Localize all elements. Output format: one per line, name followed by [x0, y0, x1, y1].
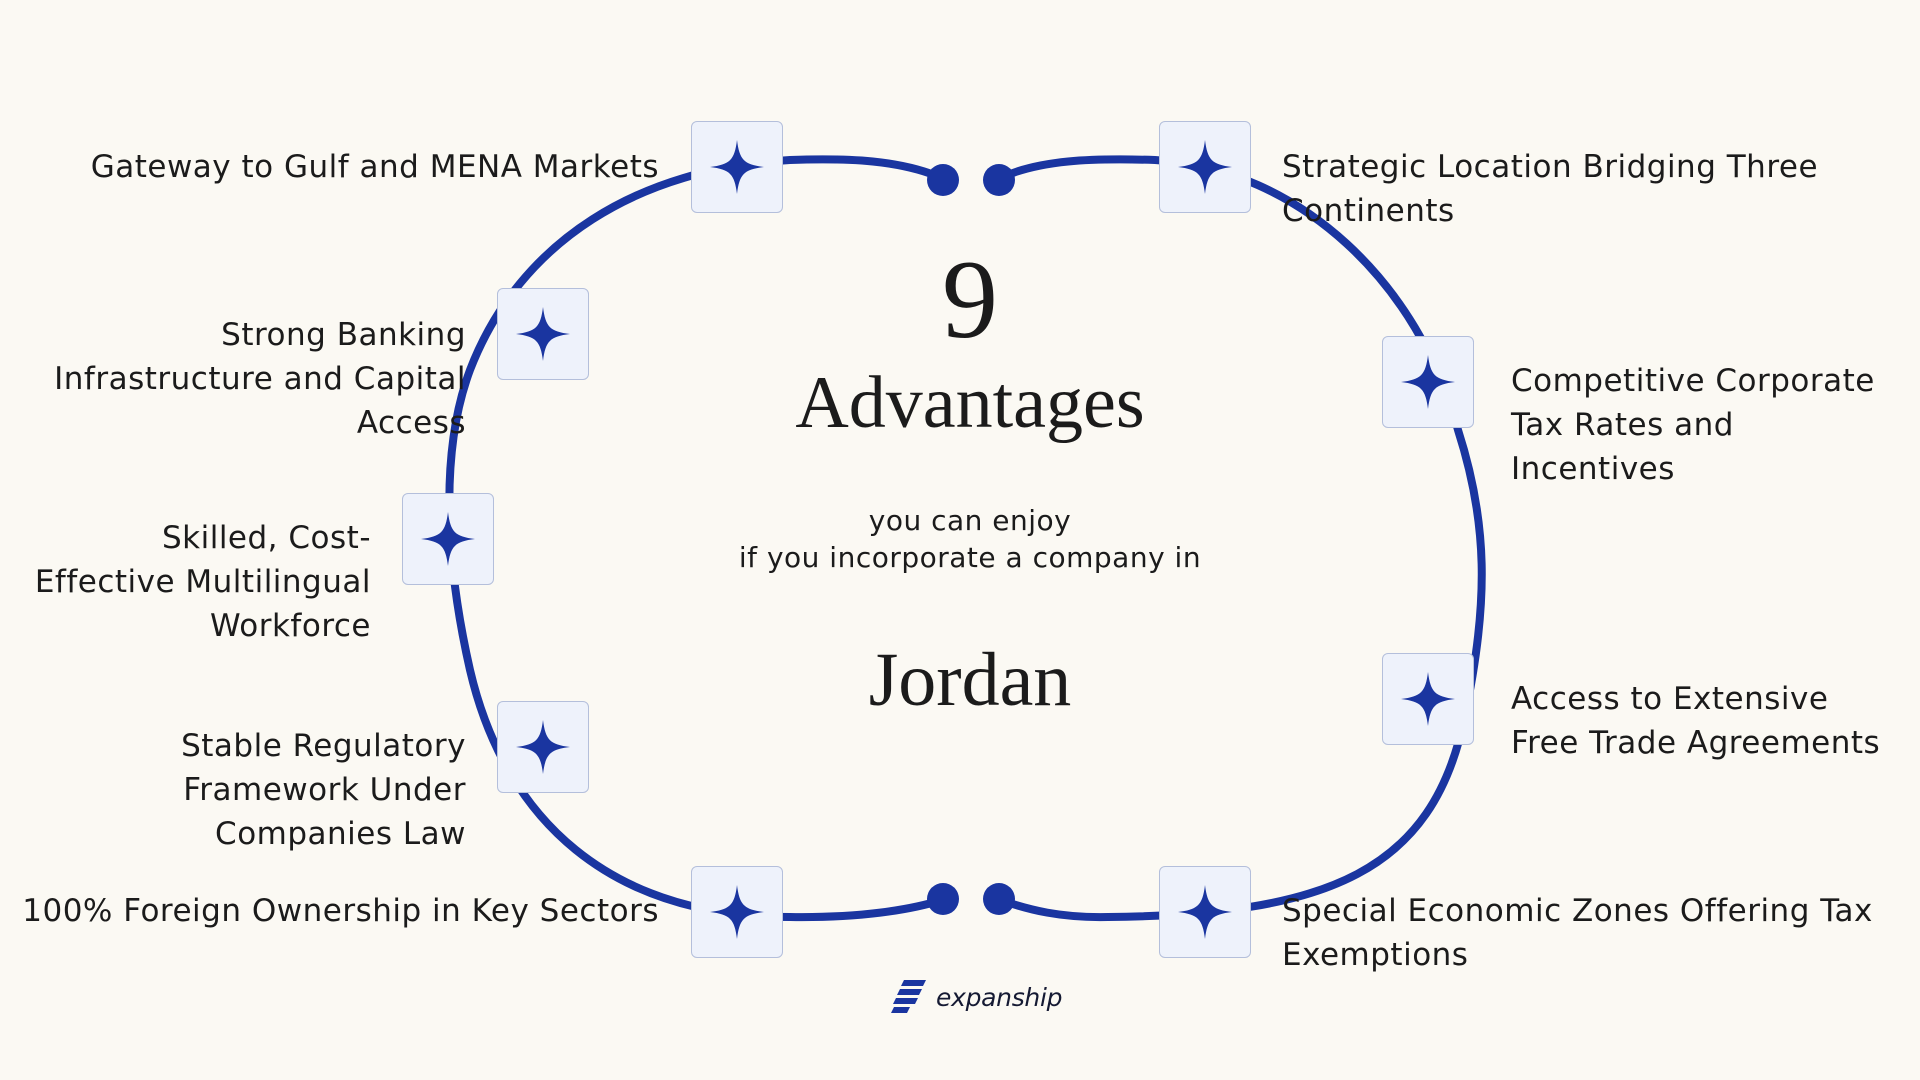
subtitle: you can enjoy if you incorporate a compa…	[680, 502, 1260, 576]
advantage-label: Strategic Location Bridging Three Contin…	[1282, 145, 1818, 233]
advantage-line: Free Trade Agreements	[1511, 725, 1881, 761]
sparkle-icon	[421, 512, 475, 566]
advantage-label: Access to Extensive Free Trade Agreement…	[1511, 677, 1880, 765]
advantage-label: Special Economic Zones Offering Tax Exem…	[1282, 889, 1873, 977]
advantage-line: Special Economic Zones Offering Tax	[1282, 893, 1873, 929]
sparkle-card	[691, 121, 783, 213]
advantage-label: Competitive Corporate Tax Rates and Ince…	[1511, 359, 1875, 491]
sparkle-card	[1382, 336, 1474, 428]
advantage-label: Gateway to Gulf and MENA Markets	[91, 145, 659, 189]
advantage-line: Strategic Location Bridging Three	[1282, 149, 1819, 185]
sparkle-card	[691, 866, 783, 958]
ring-end-dot	[927, 164, 959, 196]
sparkle-icon	[1178, 140, 1232, 194]
sparkle-icon	[710, 140, 764, 194]
advantage-label: Skilled, Cost- Effective Multilingual Wo…	[35, 516, 371, 648]
advantages-heading: Advantages	[795, 362, 1145, 444]
sparkle-card	[1159, 866, 1251, 958]
advantage-label: Strong Banking Infrastructure and Capita…	[54, 313, 466, 445]
ring-end-dot	[983, 883, 1015, 915]
advantage-line: Effective Multilingual	[34, 564, 371, 600]
sparkle-card	[497, 701, 589, 793]
sparkle-card	[1382, 653, 1474, 745]
advantage-line: 100% Foreign Ownership in Key Sectors	[22, 893, 659, 929]
sparkle-card	[1159, 121, 1251, 213]
sparkle-card	[402, 493, 494, 585]
advantage-line: Incentives	[1511, 451, 1675, 487]
expanship-logo-icon	[891, 980, 926, 1013]
sparkle-icon	[1178, 885, 1232, 939]
advantage-line: Access to Extensive	[1511, 681, 1829, 717]
subtitle-line: if you incorporate a company in	[738, 541, 1202, 574]
advantage-line: Workforce	[209, 608, 371, 644]
sparkle-icon	[1401, 355, 1455, 409]
sparkle-icon	[710, 885, 764, 939]
subtitle-line: you can enjoy	[868, 504, 1072, 537]
advantage-line: Framework Under	[183, 772, 466, 808]
advantage-line: Gateway to Gulf and MENA Markets	[90, 149, 659, 185]
advantage-count: 9	[942, 238, 998, 362]
advantage-line: Tax Rates and	[1511, 407, 1734, 443]
ring-end-dot	[983, 164, 1015, 196]
advantage-label: Stable Regulatory Framework Under Compan…	[181, 724, 466, 856]
country-name: Jordan	[868, 638, 1072, 722]
expanship-logo: expanship	[890, 975, 1063, 1019]
ring-end-dot	[927, 883, 959, 915]
advantage-line: Stable Regulatory	[181, 728, 466, 764]
advantage-line: Access	[356, 405, 466, 441]
advantage-label: 100% Foreign Ownership in Key Sectors	[22, 889, 659, 933]
advantage-line: Strong Banking	[221, 317, 466, 353]
advantage-line: Competitive Corporate	[1511, 363, 1875, 399]
logo-wordmark: expanship	[936, 982, 1063, 1012]
sparkle-icon	[516, 720, 570, 774]
sparkle-icon	[1401, 672, 1455, 726]
advantage-line: Skilled, Cost-	[161, 520, 371, 556]
advantage-line: Exemptions	[1282, 937, 1469, 973]
advantage-line: Continents	[1282, 193, 1455, 229]
advantage-line: Infrastructure and Capital	[54, 361, 466, 397]
sparkle-card	[497, 288, 589, 380]
advantage-line: Companies Law	[215, 816, 466, 852]
sparkle-icon	[516, 307, 570, 361]
